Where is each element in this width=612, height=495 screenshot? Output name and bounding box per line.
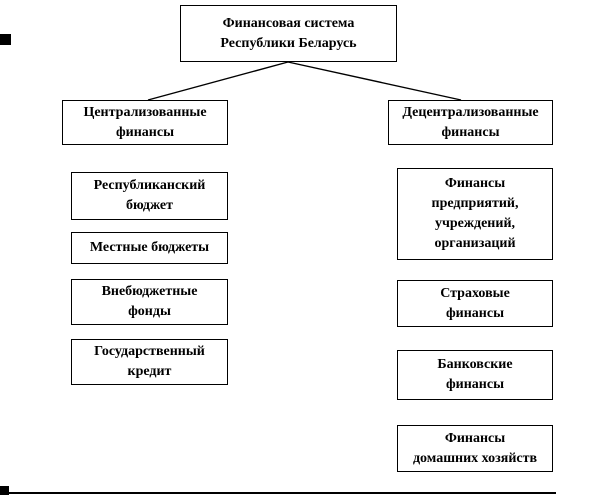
connector-title-to-left-header [147,61,289,101]
left-box-local-budgets: Местные бюджеты [71,232,228,264]
bottom-rule-line [0,492,556,494]
left-box-republican-budget: Республиканский бюджет [71,172,228,220]
right-box-insurance-finances: Страховые финансы [397,280,553,327]
right-box-label: Страховые финансы [440,285,510,321]
right-header-label: Децентрализованные финансы [402,104,539,140]
right-header-box-decentralized-finances: Децентрализованные финансы [388,100,553,145]
right-box-label: Банковские финансы [437,357,513,392]
right-box-household-finances: Финансы домашних хозяйств [397,425,553,472]
left-box-label: Республиканский бюджет [93,178,206,213]
edge-artifact-square-top-left [0,34,11,45]
left-box-label: Местные бюджеты [89,240,210,255]
right-box-banking-finances: Банковские финансы [397,350,553,400]
left-box-state-credit: Государственный кредит [71,339,228,385]
title-box-label: Финансовая система Республики Беларусь [220,15,357,51]
title-box: Финансовая система Республики Беларусь [180,5,397,62]
right-box-label: Финансы предприятий, учреждений, организ… [431,176,519,251]
left-header-box-centralized-finances: Централизованные финансы [62,100,228,145]
edge-artifact-square-bottom-left [0,486,9,495]
left-box-extrabudgetary-funds: Внебюджетные фонды [71,279,228,325]
left-box-label: Внебюджетные фонды [101,284,198,319]
left-header-label: Централизованные финансы [83,104,207,140]
right-box-enterprise-finances: Финансы предприятий, учреждений, организ… [397,168,553,260]
connector-title-to-right-header [287,61,462,101]
right-box-label: Финансы домашних хозяйств [412,430,538,466]
left-box-label: Государственный кредит [94,344,205,379]
